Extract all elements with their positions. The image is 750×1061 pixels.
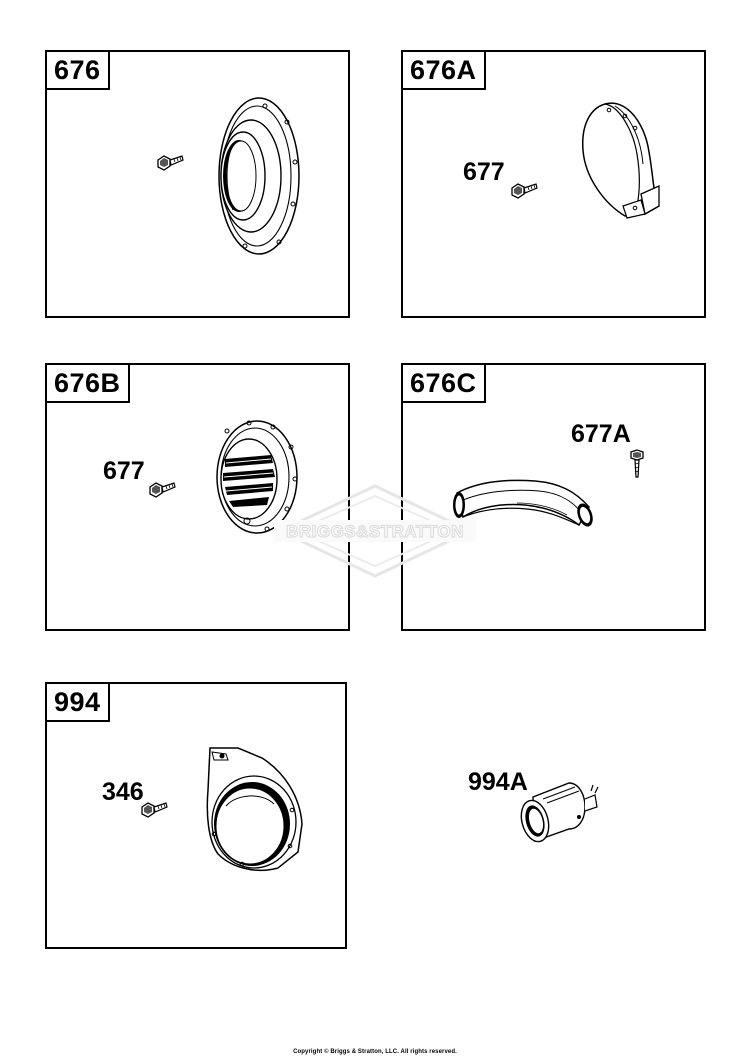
panel-tag: 994 — [45, 682, 110, 722]
exhaust-deflector-icon — [453, 479, 593, 527]
panel-tag: 676A — [401, 50, 486, 90]
blower-housing-cover-icon — [218, 97, 300, 255]
panel-676b: 676B 677 — [45, 363, 350, 631]
watermark-logo: BRIGGS&STRATTON — [274, 484, 476, 578]
panel-994: 994 346 — [45, 682, 347, 949]
part-label-346: 346 — [102, 778, 144, 806]
panel-676: 676 — [45, 50, 350, 318]
panel-676a: 676A 677 — [401, 50, 706, 318]
part-label-994a: 994A — [468, 768, 528, 796]
louvered-cover-icon — [216, 420, 298, 534]
part-label-677: 677 — [463, 158, 505, 186]
panel-tag: 676 — [45, 50, 110, 90]
spark-arrestor-screen-icon — [520, 782, 599, 843]
screw-icon — [630, 449, 644, 478]
muffler-guard-plate-icon — [206, 747, 303, 872]
part-label-677a: 677A — [571, 420, 631, 448]
copyright-notice: Copyright © Briggs & Stratton, LLC. All … — [293, 1049, 457, 1055]
svg-text:BRIGGS&STRATTON: BRIGGS&STRATTON — [286, 522, 464, 541]
screw-icon — [141, 802, 168, 818]
screw-icon — [511, 183, 538, 199]
panel-676c: 676C 677A — [401, 363, 706, 631]
blower-housing-shroud-icon — [582, 102, 660, 219]
panel-tag: 676B — [45, 363, 130, 403]
part-label-677: 677 — [103, 457, 145, 485]
screw-icon — [157, 155, 184, 171]
screw-icon — [149, 482, 176, 498]
panel-tag: 676C — [401, 363, 486, 403]
